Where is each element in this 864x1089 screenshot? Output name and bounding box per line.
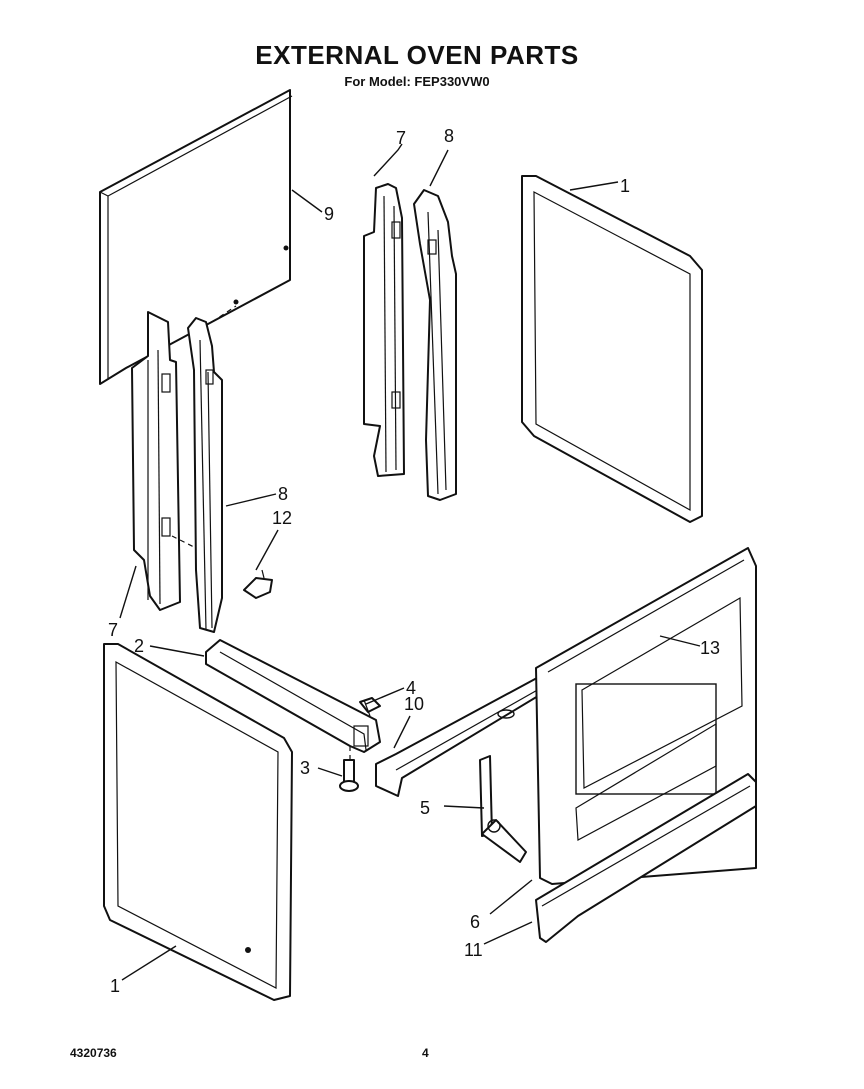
page-title: EXTERNAL OVEN PARTS	[255, 40, 579, 70]
upper-side-rail-part-7	[363, 183, 405, 477]
page-number: 4	[422, 1046, 429, 1060]
callout-7-left: 7	[108, 620, 118, 640]
left-side-rail-part-7	[131, 311, 181, 611]
upper-side-rail-part-8	[413, 189, 457, 501]
callout-1-top: 1	[620, 176, 630, 196]
callout-labels: 1 1 2 3 4 5 6 7 7 8 8 9 10 11 12 13	[108, 126, 720, 996]
callout-3: 3	[300, 758, 310, 778]
model-subtitle: For Model: FEP330VW0	[344, 74, 490, 89]
kick-plate-part-11	[535, 773, 757, 943]
upper-side-panel-part-1	[521, 175, 703, 523]
callout-2: 2	[134, 636, 144, 656]
callout-11: 11	[464, 940, 483, 960]
bracket-part-2	[205, 639, 381, 753]
callout-1-bottom: 1	[110, 976, 120, 996]
callout-7-top: 7	[396, 128, 406, 148]
callout-6: 6	[470, 912, 480, 932]
channel-part-10	[375, 671, 549, 797]
front-frame-part-6	[535, 547, 757, 885]
left-side-rail-part-8	[187, 317, 223, 633]
callout-4: 4	[406, 678, 416, 698]
leader-lines	[119, 143, 701, 981]
callout-9: 9	[324, 204, 334, 224]
callout-10: 10	[404, 694, 424, 714]
callout-12: 12	[272, 508, 292, 528]
clip-part-4	[359, 697, 381, 717]
callout-8-top: 8	[444, 126, 454, 146]
document-number: 4320736	[70, 1046, 117, 1060]
lower-side-panel-part-1	[103, 643, 293, 1001]
callout-5: 5	[420, 798, 430, 818]
callout-8-mid: 8	[278, 484, 288, 504]
small-fitting-part-12	[243, 569, 273, 599]
callout-13: 13	[700, 638, 720, 658]
top-panel-part-9	[99, 89, 293, 385]
hinge-bracket-part-5	[479, 755, 527, 863]
leveling-leg-part-3	[339, 746, 359, 792]
